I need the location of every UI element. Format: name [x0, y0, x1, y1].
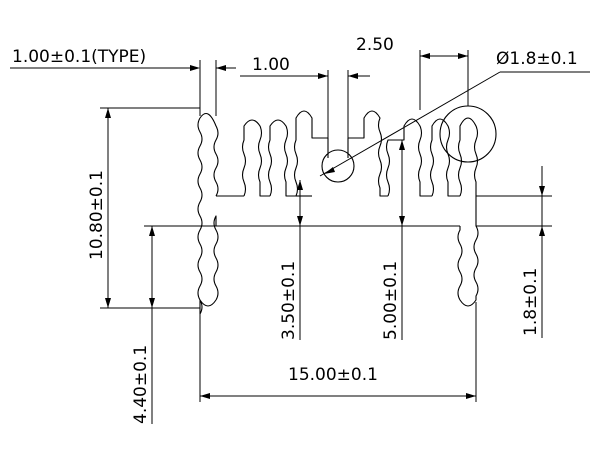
arrow — [297, 180, 303, 190]
arrow — [458, 53, 468, 59]
clip-hole — [321, 149, 355, 183]
arrow — [149, 226, 155, 236]
hole-diameter-label: Ø1.8±0.1 — [496, 49, 578, 69]
arrow — [348, 73, 358, 79]
short-fin-label: 3.50±0.1 — [279, 261, 299, 340]
fin-2 — [267, 119, 296, 197]
pin-hole — [439, 105, 497, 163]
arrow — [466, 393, 476, 399]
arrow — [149, 298, 155, 308]
overall-width-label: 15.00±0.1 — [288, 365, 378, 385]
base-thickness-label: 1.8±0.1 — [521, 268, 541, 336]
arrow — [324, 167, 335, 174]
gap-width-label: 1.00 — [252, 55, 290, 75]
arrow — [200, 393, 210, 399]
arrow — [190, 65, 200, 71]
overall-height-label: 10.80±0.1 — [87, 170, 107, 260]
fin-thickness-label: 1.00±0.1(TYPE) — [12, 47, 146, 67]
fin-3 — [293, 110, 329, 197]
fin-5 — [385, 118, 432, 197]
arrow — [399, 140, 405, 150]
fin-4 — [347, 110, 388, 197]
arrow — [297, 216, 303, 226]
arrow — [216, 65, 226, 71]
dimension-labels: 1.00±0.1(TYPE) 1.00 2.50 Ø1.8±0.1 15.00±… — [12, 35, 578, 424]
left-inner-wall — [213, 215, 219, 301]
arrow — [420, 53, 430, 59]
arrow — [399, 216, 405, 226]
arrow — [318, 73, 328, 79]
heatsink-profile — [197, 105, 497, 315]
right-wall — [457, 117, 479, 307]
arrow — [105, 298, 111, 308]
arrow — [105, 108, 111, 118]
lower-height-label: 4.40±0.1 — [131, 345, 151, 424]
arrow — [539, 186, 545, 196]
pitch-label: 2.50 — [356, 35, 394, 55]
hole-leader — [319, 71, 501, 177]
arrow — [539, 226, 545, 236]
fin-6 — [429, 118, 460, 197]
dimension-lines — [10, 50, 590, 424]
tall-fin-label: 5.00±0.1 — [381, 261, 401, 340]
left-wall-top — [199, 112, 219, 197]
left-outer-wall — [197, 117, 217, 315]
fin-1 — [241, 119, 270, 197]
